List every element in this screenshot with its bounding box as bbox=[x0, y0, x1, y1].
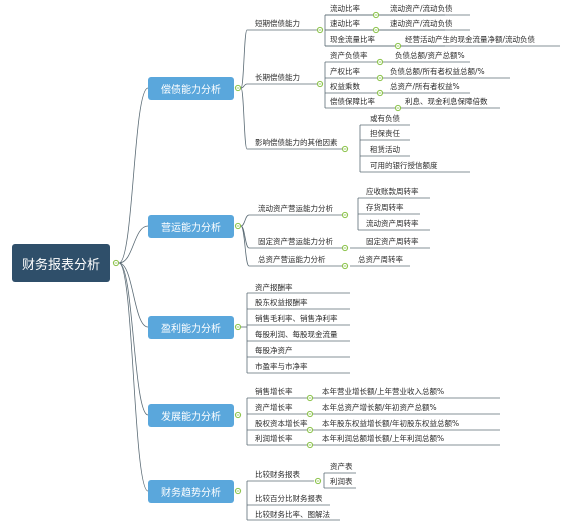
node-receivables-turnover[interactable]: 应收账款周转率 bbox=[366, 187, 419, 196]
node-cash-flow-ratio[interactable]: 现金流量比率 bbox=[330, 35, 375, 44]
node-contingent-liabilities[interactable]: 或有负债 bbox=[370, 114, 400, 123]
node-equity-growth[interactable]: 股权资本增长率 bbox=[255, 419, 308, 428]
node-return-on-assets[interactable]: 资产报酬率 bbox=[255, 283, 293, 292]
node-margins[interactable]: 销售毛利率、销售净利率 bbox=[255, 314, 338, 323]
node-asset-growth[interactable]: 资产增长率 bbox=[255, 403, 293, 412]
node-quick-ratio[interactable]: 速动比率 bbox=[330, 19, 360, 28]
branch-operating[interactable]: 营运能力分析 bbox=[148, 215, 234, 238]
node-income-statement[interactable]: 利润表 bbox=[330, 477, 353, 486]
branch-trend[interactable]: 财务趋势分析 bbox=[148, 480, 234, 503]
node-current-asset-turnover[interactable]: 流动资产周转率 bbox=[366, 219, 419, 228]
node-quick-ratio-desc[interactable]: 速动资产/流动负债 bbox=[390, 19, 453, 28]
node-equity-growth-desc[interactable]: 本年股东权益增长额/年初股东权益总额% bbox=[322, 419, 460, 428]
node-equity-multiplier[interactable]: 权益乘数 bbox=[330, 82, 360, 91]
connector-curve bbox=[118, 87, 149, 264]
node-total-asset-operating[interactable]: 总资产营运能力分析 bbox=[258, 255, 326, 264]
node-balance-sheet[interactable]: 资产表 bbox=[330, 462, 353, 471]
node-fixed-asset-turnover[interactable]: 固定资产周转率 bbox=[366, 237, 419, 246]
node-profit-growth[interactable]: 利润增长率 bbox=[255, 434, 293, 443]
node-short-term-solvency[interactable]: 短期偿债能力 bbox=[255, 19, 300, 28]
branch-profitability[interactable]: 盈利能力分析 bbox=[148, 316, 234, 339]
node-equity-ratio-desc[interactable]: 负债总额/所有者权益总额/% bbox=[390, 67, 485, 76]
node-eps-cashflow[interactable]: 每股利润、每股现金流量 bbox=[255, 330, 338, 339]
node-comparative-statements[interactable]: 比较财务报表 bbox=[255, 470, 300, 479]
connector-curve bbox=[118, 262, 149, 492]
node-other-factors[interactable]: 影响偿债能力的其他因素 bbox=[255, 138, 338, 147]
node-equity-multiplier-desc[interactable]: 总资产/所有者权益% bbox=[390, 82, 460, 91]
node-asset-growth-desc[interactable]: 本年总资产增长额/年初资产总额% bbox=[322, 403, 437, 412]
node-coverage-ratio[interactable]: 偿债保障比率 bbox=[330, 97, 375, 106]
node-current-asset-operating[interactable]: 流动资产营运能力分析 bbox=[258, 204, 333, 213]
connector-curve bbox=[118, 225, 149, 264]
node-long-term-solvency[interactable]: 长期偿债能力 bbox=[255, 73, 300, 82]
node-leasing[interactable]: 租赁活动 bbox=[370, 145, 400, 154]
connector-curve bbox=[118, 262, 149, 328]
branch-solvency[interactable]: 偿债能力分析 bbox=[148, 77, 234, 100]
node-common-size-statements[interactable]: 比较百分比财务报表 bbox=[255, 494, 323, 503]
node-guarantee[interactable]: 担保责任 bbox=[370, 129, 400, 138]
node-sales-growth[interactable]: 销售增长率 bbox=[255, 387, 293, 396]
node-profit-growth-desc[interactable]: 本年利润总额增长额/上年利润总额% bbox=[322, 434, 445, 443]
connector-curve bbox=[240, 87, 248, 150]
node-ratio-comparison[interactable]: 比较财务比率、图解法 bbox=[255, 510, 330, 519]
node-credit-line[interactable]: 可用的银行授信额度 bbox=[370, 161, 438, 170]
node-debt-ratio-desc[interactable]: 负债总额/资产总额% bbox=[395, 51, 465, 60]
node-return-on-equity[interactable]: 股东权益报酬率 bbox=[255, 298, 308, 307]
connector-curve bbox=[240, 214, 250, 227]
node-current-ratio[interactable]: 流动比率 bbox=[330, 4, 360, 13]
root-topic[interactable]: 财务报表分析 bbox=[12, 244, 110, 282]
connector-curve bbox=[240, 225, 250, 267]
connector-curve bbox=[240, 29, 248, 89]
node-book-value-per-share[interactable]: 每股净资产 bbox=[255, 346, 293, 355]
node-current-ratio-desc[interactable]: 流动资产/流动负债 bbox=[390, 4, 453, 13]
node-fixed-asset-operating[interactable]: 固定资产营运能力分析 bbox=[258, 237, 333, 246]
node-total-asset-turnover[interactable]: 总资产周转率 bbox=[358, 255, 403, 264]
branch-growth[interactable]: 发展能力分析 bbox=[148, 404, 234, 427]
node-sales-growth-desc[interactable]: 本年营业增长额/上年营业收入总额% bbox=[322, 387, 445, 396]
node-cash-flow-ratio-desc[interactable]: 经营活动产生的现金流量净额/流动负债 bbox=[405, 35, 536, 44]
node-pe-pb[interactable]: 市盈率与市净率 bbox=[255, 362, 308, 371]
connector-curve bbox=[118, 262, 149, 416]
connector-curve bbox=[240, 83, 248, 89]
node-coverage-ratio-desc[interactable]: 利息、现金利息保障倍数 bbox=[405, 97, 488, 106]
node-debt-ratio[interactable]: 资产负债率 bbox=[330, 51, 368, 60]
node-inventory-turnover[interactable]: 存货周转率 bbox=[366, 203, 404, 212]
node-equity-ratio[interactable]: 产权比率 bbox=[330, 67, 360, 76]
